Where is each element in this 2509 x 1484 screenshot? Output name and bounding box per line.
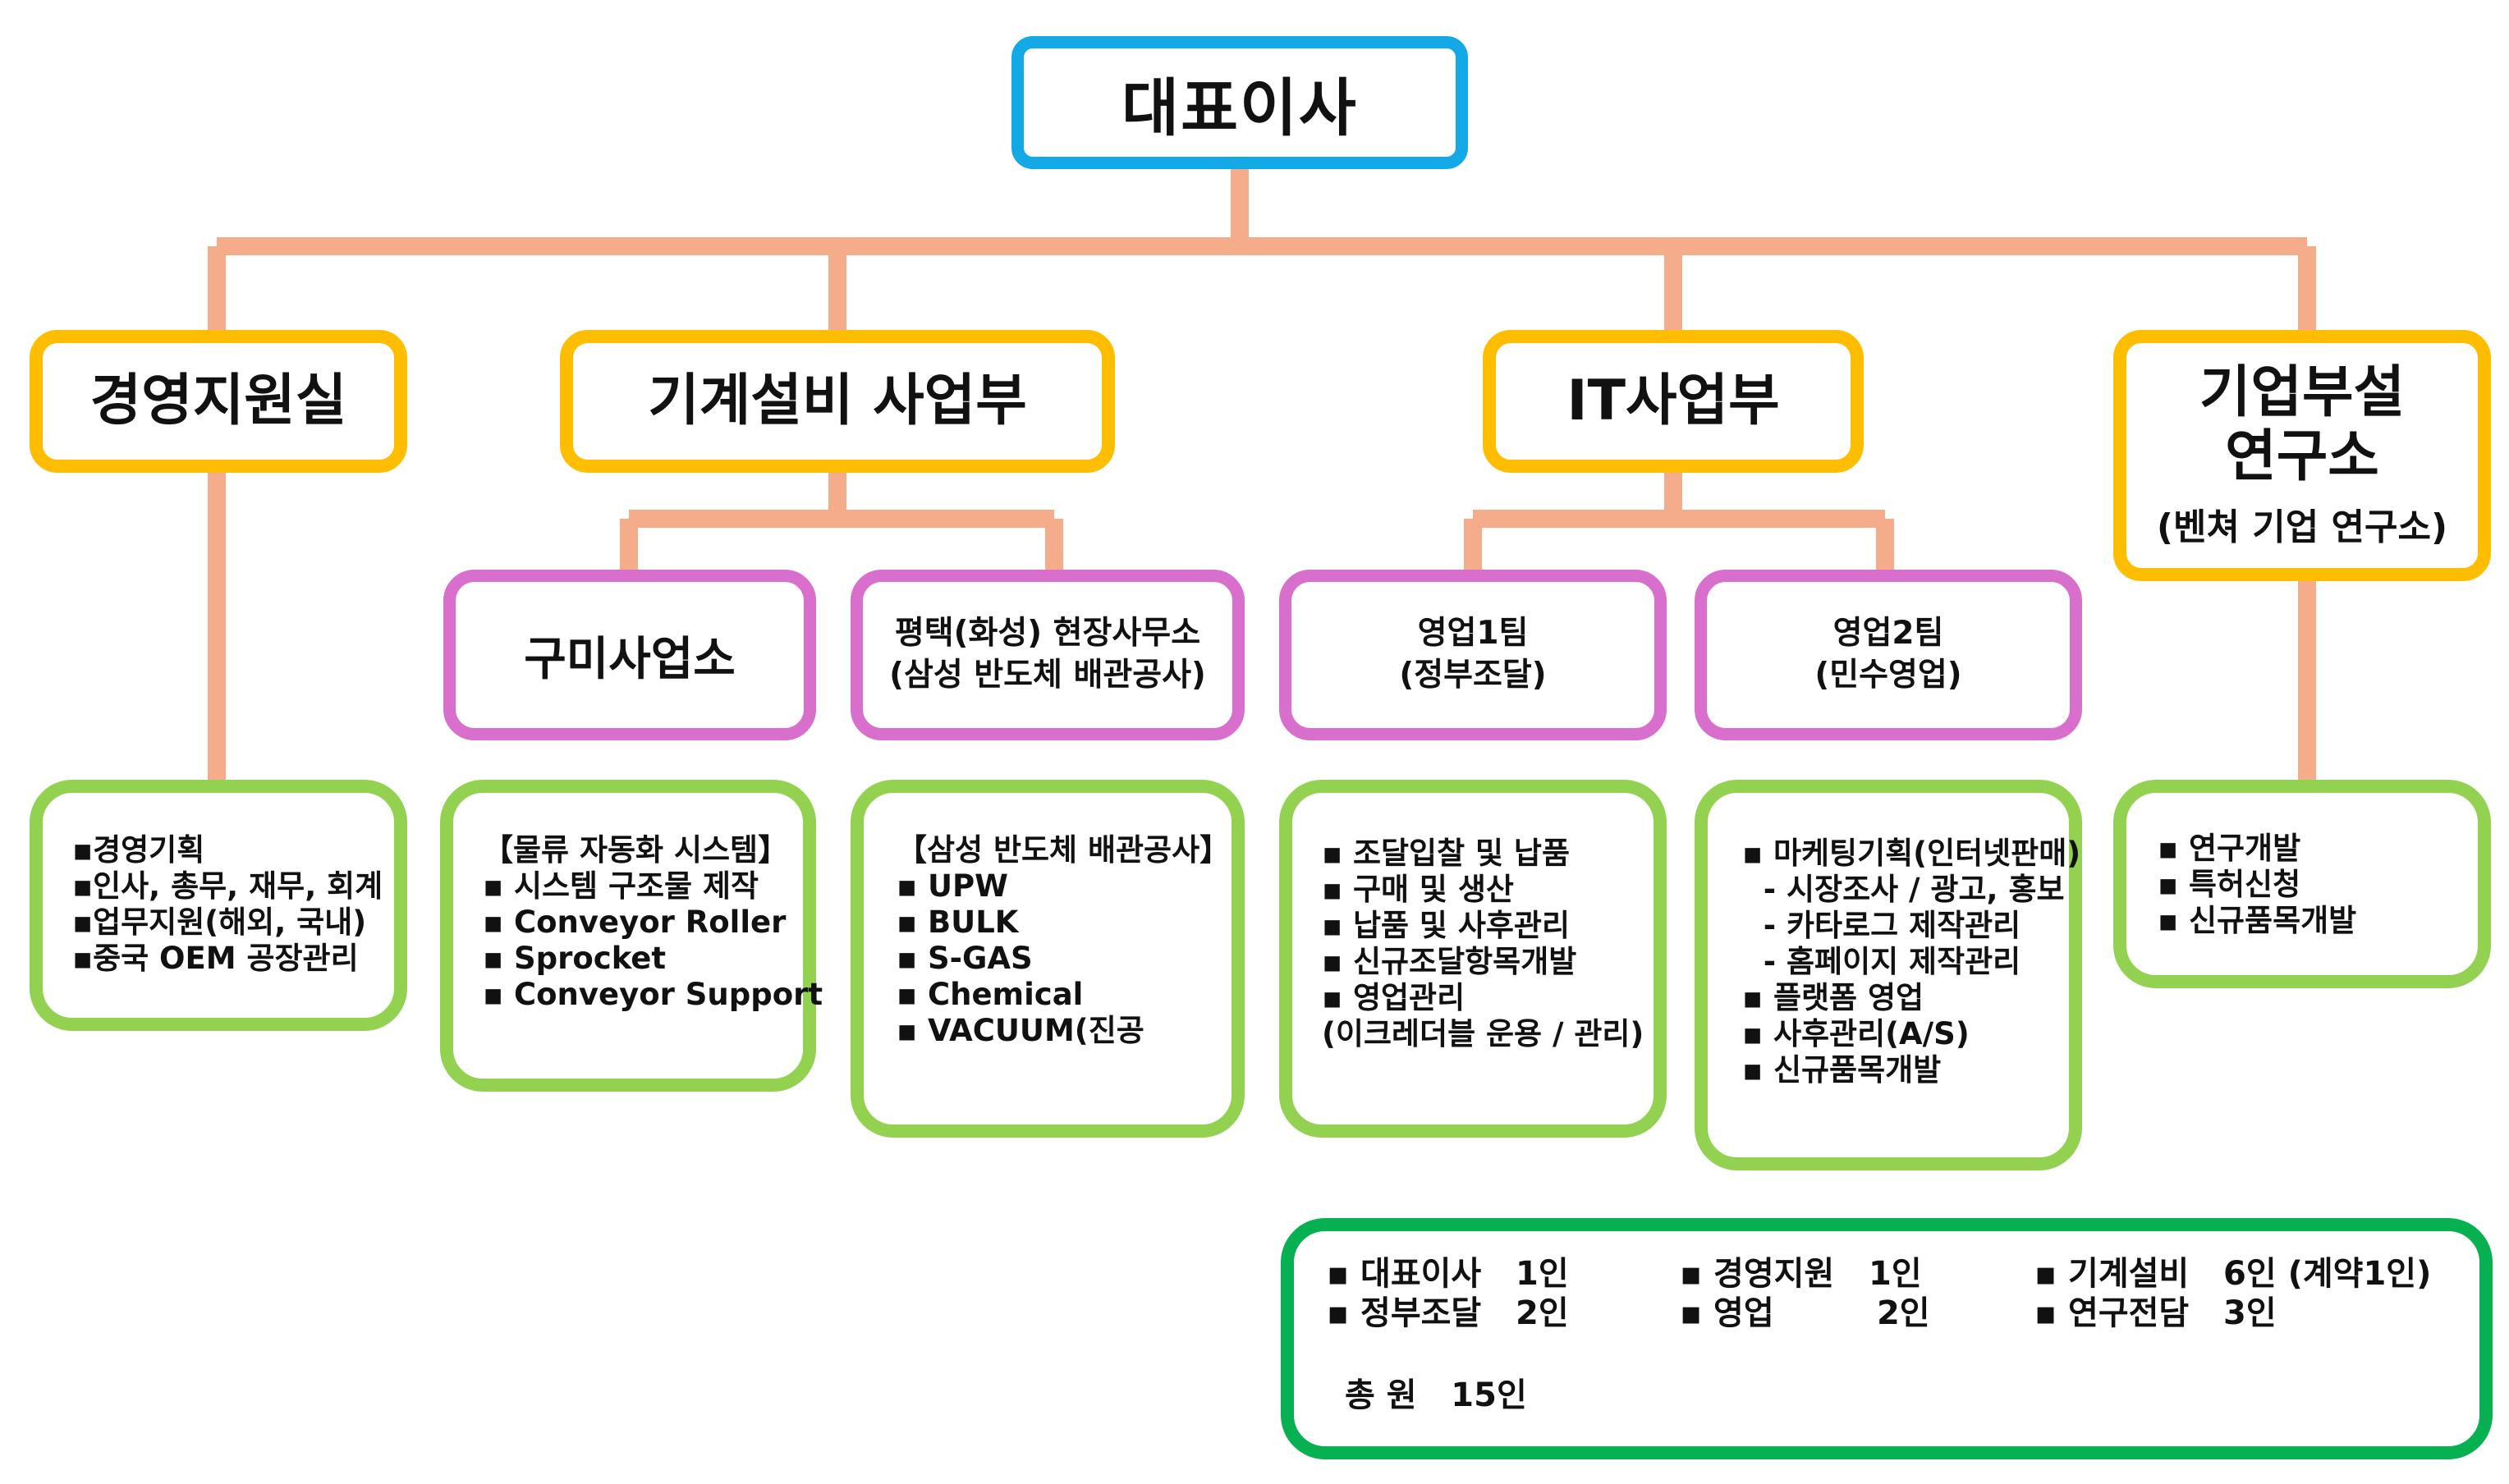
duty-item: ▪ 구매 및 생산 bbox=[1322, 872, 1514, 907]
duty-item: ▪ BULK bbox=[897, 905, 1019, 940]
staff-row: ▪ 정부조달 2인 bbox=[1327, 1294, 1569, 1332]
dept-lab-label-line2: 연구소 bbox=[2225, 424, 2379, 489]
duty-item: (이크레더블 운용 / 관리) bbox=[1322, 1016, 1644, 1051]
team-sales1-line2: (정부조달) bbox=[1399, 657, 1547, 694]
duty-item: ▪ 신규조달항목개발 bbox=[1322, 944, 1577, 979]
team-sales1: 영업1팀 (정부조달) bbox=[1279, 570, 1667, 740]
duty-item: ▪ VACUUM(진공 bbox=[897, 1013, 1144, 1048]
duty-item: ▪ S-GAS bbox=[897, 941, 1033, 976]
dept-machinery-label: 기계설비 사업부 bbox=[648, 368, 1027, 433]
team-pyeongtaek-line1: 평택(화성) 현장사무소 bbox=[894, 615, 1201, 653]
duty-item: ▪ 조달입찰 및 납품 bbox=[1322, 836, 1570, 871]
staff-row: ▪ 대표이사 1인 bbox=[1327, 1255, 1569, 1293]
dept-it-label: IT사업부 bbox=[1566, 368, 1780, 433]
staff-row: ▪ 경영지원 1인 bbox=[1680, 1255, 1922, 1293]
dept-management: 경영지원실 bbox=[30, 330, 407, 473]
ceo-label: 대표이사 bbox=[1121, 71, 1358, 144]
ceo-box: 대표이사 bbox=[1011, 36, 1468, 169]
duties-sales2: ▪ 마케팅기획(인터넷판매) - 시장조사 / 광고, 홍보 - 카타로그 제작… bbox=[1695, 780, 2082, 1170]
duties-gumi: 【물류 자동화 시스템】 ▪ 시스템 구조물 제작 ▪ Conveyor Rol… bbox=[440, 780, 823, 1092]
duty-item: ▪ Conveyor Roller bbox=[483, 905, 787, 940]
duty-item: ▪ 특허신청 bbox=[2158, 867, 2301, 902]
staff-total: 총 원 15인 bbox=[1345, 1376, 1527, 1414]
duty-item: ▪ 영업관리 bbox=[1322, 980, 1465, 1015]
staff-row: ▪ 연구전담 3인 bbox=[2034, 1294, 2277, 1332]
duties-pyeongtaek: 【삼성 반도체 배관공사】 ▪ UPW ▪ BULK ▪ S-GAS ▪ Che… bbox=[851, 780, 1245, 1138]
duty-item: ▪ 연구개발 bbox=[2158, 831, 2301, 866]
duty-item: ▪ Sprocket bbox=[483, 941, 667, 976]
duty-item: - 카타로그 제작관리 bbox=[1742, 908, 2021, 943]
duties-sales1: ▪ 조달입찰 및 납품 ▪ 구매 및 생산 ▪ 납품 및 사후관리 ▪ 신규조달… bbox=[1279, 780, 1667, 1138]
duty-item: ▪경영기획 bbox=[72, 832, 205, 868]
duty-item: 【물류 자동화 시스템】 bbox=[483, 832, 789, 868]
team-pyeongtaek-line2: (삼성 반도체 배관공사) bbox=[889, 657, 1206, 694]
duty-item: ▪업무지원(해외, 국내) bbox=[72, 905, 367, 940]
duty-item: ▪ 시스템 구조물 제작 bbox=[483, 868, 759, 904]
duty-item: ▪ 신규품목개발 bbox=[1742, 1052, 1942, 1088]
staff-row: ▪ 영업 2인 bbox=[1680, 1294, 1930, 1332]
duty-item: 【삼성 반도체 배관공사】 bbox=[897, 832, 1231, 868]
dept-lab-sub: (벤쳐 기업 연구소) bbox=[2156, 506, 2448, 549]
team-sales2-line1: 영업2팀 bbox=[1832, 615, 1944, 653]
duty-item: ▪ 신규품목개발 bbox=[2158, 903, 2357, 938]
staff-row: ▪ 기계설비 6인 (계약1인) bbox=[2034, 1255, 2432, 1293]
team-gumi-label: 구미사업소 bbox=[524, 632, 736, 686]
dept-lab-label-line1: 기업부설 bbox=[2199, 360, 2406, 425]
duty-item: ▪중국 OEM 공장관리 bbox=[72, 941, 359, 976]
team-gumi: 구미사업소 bbox=[443, 570, 816, 740]
team-pyeongtaek: 평택(화성) 현장사무소 (삼성 반도체 배관공사) bbox=[851, 570, 1245, 740]
dept-machinery: 기계설비 사업부 bbox=[560, 330, 1115, 473]
duty-item: ▪ 납품 및 사후관리 bbox=[1322, 908, 1570, 943]
duty-item: ▪ UPW bbox=[897, 868, 1008, 904]
dept-management-label: 경영지원실 bbox=[89, 368, 347, 433]
connector-lines bbox=[208, 169, 2316, 780]
duties-management: ▪경영기획 ▪인사, 총무, 재무, 회계 ▪업무지원(해외, 국내) ▪중국 … bbox=[30, 780, 407, 1031]
duty-item: ▪ Chemical bbox=[897, 977, 1084, 1012]
team-sales2-line2: (민수영업) bbox=[1814, 657, 1962, 694]
duty-item: ▪ 사후관리(A/S) bbox=[1742, 1016, 1970, 1051]
team-sales1-line1: 영업1팀 bbox=[1417, 615, 1529, 653]
duty-item: ▪인사, 총무, 재무, 회계 bbox=[72, 868, 383, 904]
staffing-summary: ▪ 대표이사 1인 ▪ 정부조달 2인 ▪ 경영지원 1인 ▪ 영업 2인 ▪ … bbox=[1281, 1218, 2493, 1459]
duty-item: ▪ 마케팅기획(인터넷판매) bbox=[1742, 836, 2081, 871]
duty-item: ▪ Conveyor Support bbox=[483, 977, 823, 1012]
duty-item: ▪ 플랫폼 영업 bbox=[1742, 980, 1924, 1015]
duty-item: - 시장조사 / 광고, 홍보 bbox=[1742, 872, 2065, 907]
duties-lab: ▪ 연구개발 ▪ 특허신청 ▪ 신규품목개발 bbox=[2113, 780, 2491, 988]
duty-item: - 홈페이지 제작관리 bbox=[1742, 944, 2021, 979]
dept-lab: 기업부설 연구소 (벤쳐 기업 연구소) bbox=[2113, 330, 2491, 581]
dept-it: IT사업부 bbox=[1483, 330, 1864, 473]
team-sales2: 영업2팀 (민수영업) bbox=[1695, 570, 2082, 740]
